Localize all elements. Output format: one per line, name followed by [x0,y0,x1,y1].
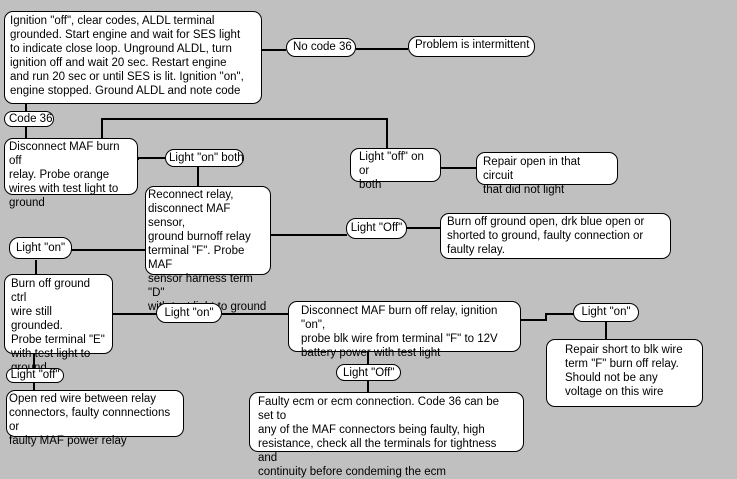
repair-short-node: Repair short to blk wire term "F" burn o… [546,339,703,407]
edge-probe-light-on-3 [520,313,574,321]
open-red-wire-node: Open red wire between relay connectors, … [6,390,184,447]
start-step-node: Ignition "off", clear codes, ALDL termin… [4,11,262,104]
light-on-node-3: Light "on" [573,303,639,322]
light-off-node-1: Light "Off" [346,218,407,239]
burnoff-ground-open-node: Burn off ground open, drk blue open or s… [440,213,671,259]
light-on-both-node: Light "on" both [165,149,244,167]
code-36-node: Code 36 [4,111,54,127]
reconnect-relay-node: Reconnect relay, disconnect MAF sensor, … [145,186,271,313]
problem-intermittent-node: Problem is intermittent [408,36,535,57]
probe-blk-wire-node: Disconnect MAF burn off relay, ignition … [288,301,521,359]
edge-disconnect-light-off [101,118,388,150]
no-code-36-node: No code 36 [286,38,356,57]
light-on-node-2: Light "on" [156,303,222,323]
light-off-node-3: Light "Off" [336,364,401,381]
repair-open-node: Repair open in that circuit that did not… [476,152,618,196]
light-off-node-2: Light "off" [6,368,64,383]
connector-lines [25,48,607,392]
light-off-one-or-both-node: Light "off" on or both [350,148,441,191]
disconnect-relay-node: Disconnect MAF burn off relay. Probe ora… [4,138,138,209]
edge-disconnect-light-on-both [137,157,165,160]
faulty-ecm-node: Faulty ecm or ecm connection. Code 36 ca… [249,392,524,478]
light-on-node-1: Light "on" [9,237,72,259]
ground-ctrl-node: Burn off ground ctrl wire still grounded… [4,274,113,374]
